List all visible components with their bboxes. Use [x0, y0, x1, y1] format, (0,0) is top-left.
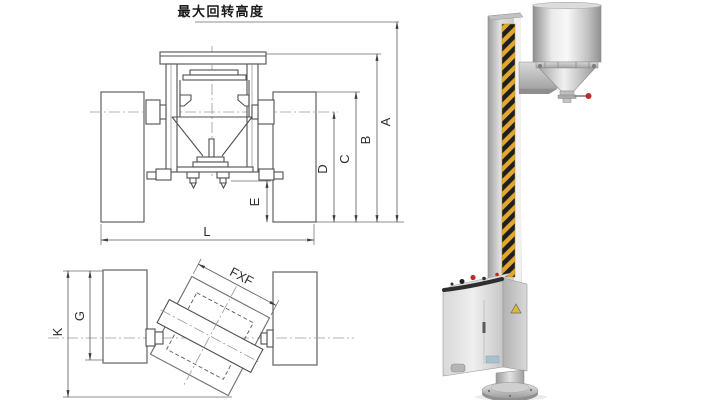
- discharge-stem: [208, 138, 215, 158]
- panel-red-button[interactable]: [470, 274, 476, 281]
- cabinet-side-face: [502, 277, 528, 372]
- nameplate-sticker: [485, 355, 500, 364]
- dim-label-d: D: [315, 164, 330, 173]
- valve-handle-knob: [585, 93, 592, 99]
- right-pillar-top: [272, 271, 318, 366]
- hopper-cylinder: [532, 4, 602, 63]
- dim-label-c: C: [337, 154, 352, 163]
- top-view-dimensions: K G: [50, 270, 232, 398]
- base-assembly: [475, 369, 547, 400]
- hopper-support-arm: [518, 61, 558, 94]
- hopper: [532, 1, 602, 103]
- panel-red-indicator: [495, 272, 499, 277]
- left-pillar: [100, 91, 145, 223]
- dim-label-k: K: [50, 327, 65, 336]
- trunnion-right: [257, 99, 275, 125]
- column-highlight: [514, 14, 521, 292]
- machine-photo: [442, 1, 602, 400]
- dim-label-fxf: FXF: [227, 264, 256, 289]
- discharge-spout: [559, 90, 575, 96]
- column-cap: [487, 12, 524, 21]
- lifting-column: [487, 12, 524, 293]
- top-view-drawing: FXF K G: [48, 258, 354, 398]
- panel-knob[interactable]: [459, 279, 465, 284]
- side-pipe: [450, 363, 466, 373]
- trunnion-left: [145, 99, 161, 125]
- cabinet-front-edge-trim: [442, 277, 504, 292]
- left-pillar-top: [102, 269, 148, 364]
- trunnion-right-top: [266, 329, 274, 348]
- drawing-title: 最大回转高度: [177, 4, 264, 19]
- panel-switch[interactable]: [450, 282, 454, 286]
- dim-label-g: G: [72, 311, 87, 321]
- hazard-stripe: [501, 23, 516, 278]
- front-view-dimensions: A B C D E L: [100, 21, 404, 245]
- bin-clamp-band: [156, 298, 264, 374]
- dim-label-l: L: [203, 224, 210, 239]
- warning-triangle-sticker: [510, 303, 522, 314]
- panel-button-small[interactable]: [482, 276, 486, 281]
- outlet-nozzle-right: [216, 171, 230, 179]
- trunnion-left-top: [145, 328, 156, 347]
- tilted-bin: FXF: [149, 258, 280, 397]
- outlet-nozzle-left: [186, 171, 200, 179]
- dim-label-e: E: [247, 197, 262, 206]
- discharge-valve: [196, 156, 225, 163]
- right-pillar: [272, 91, 317, 223]
- front-view-drawing: 最大回转高度: [90, 4, 404, 245]
- dim-label-a: A: [378, 117, 393, 126]
- control-cabinet: [442, 272, 528, 377]
- rotating-frame: [145, 51, 284, 190]
- dim-label-b: B: [358, 136, 373, 145]
- door-handle[interactable]: [482, 322, 486, 333]
